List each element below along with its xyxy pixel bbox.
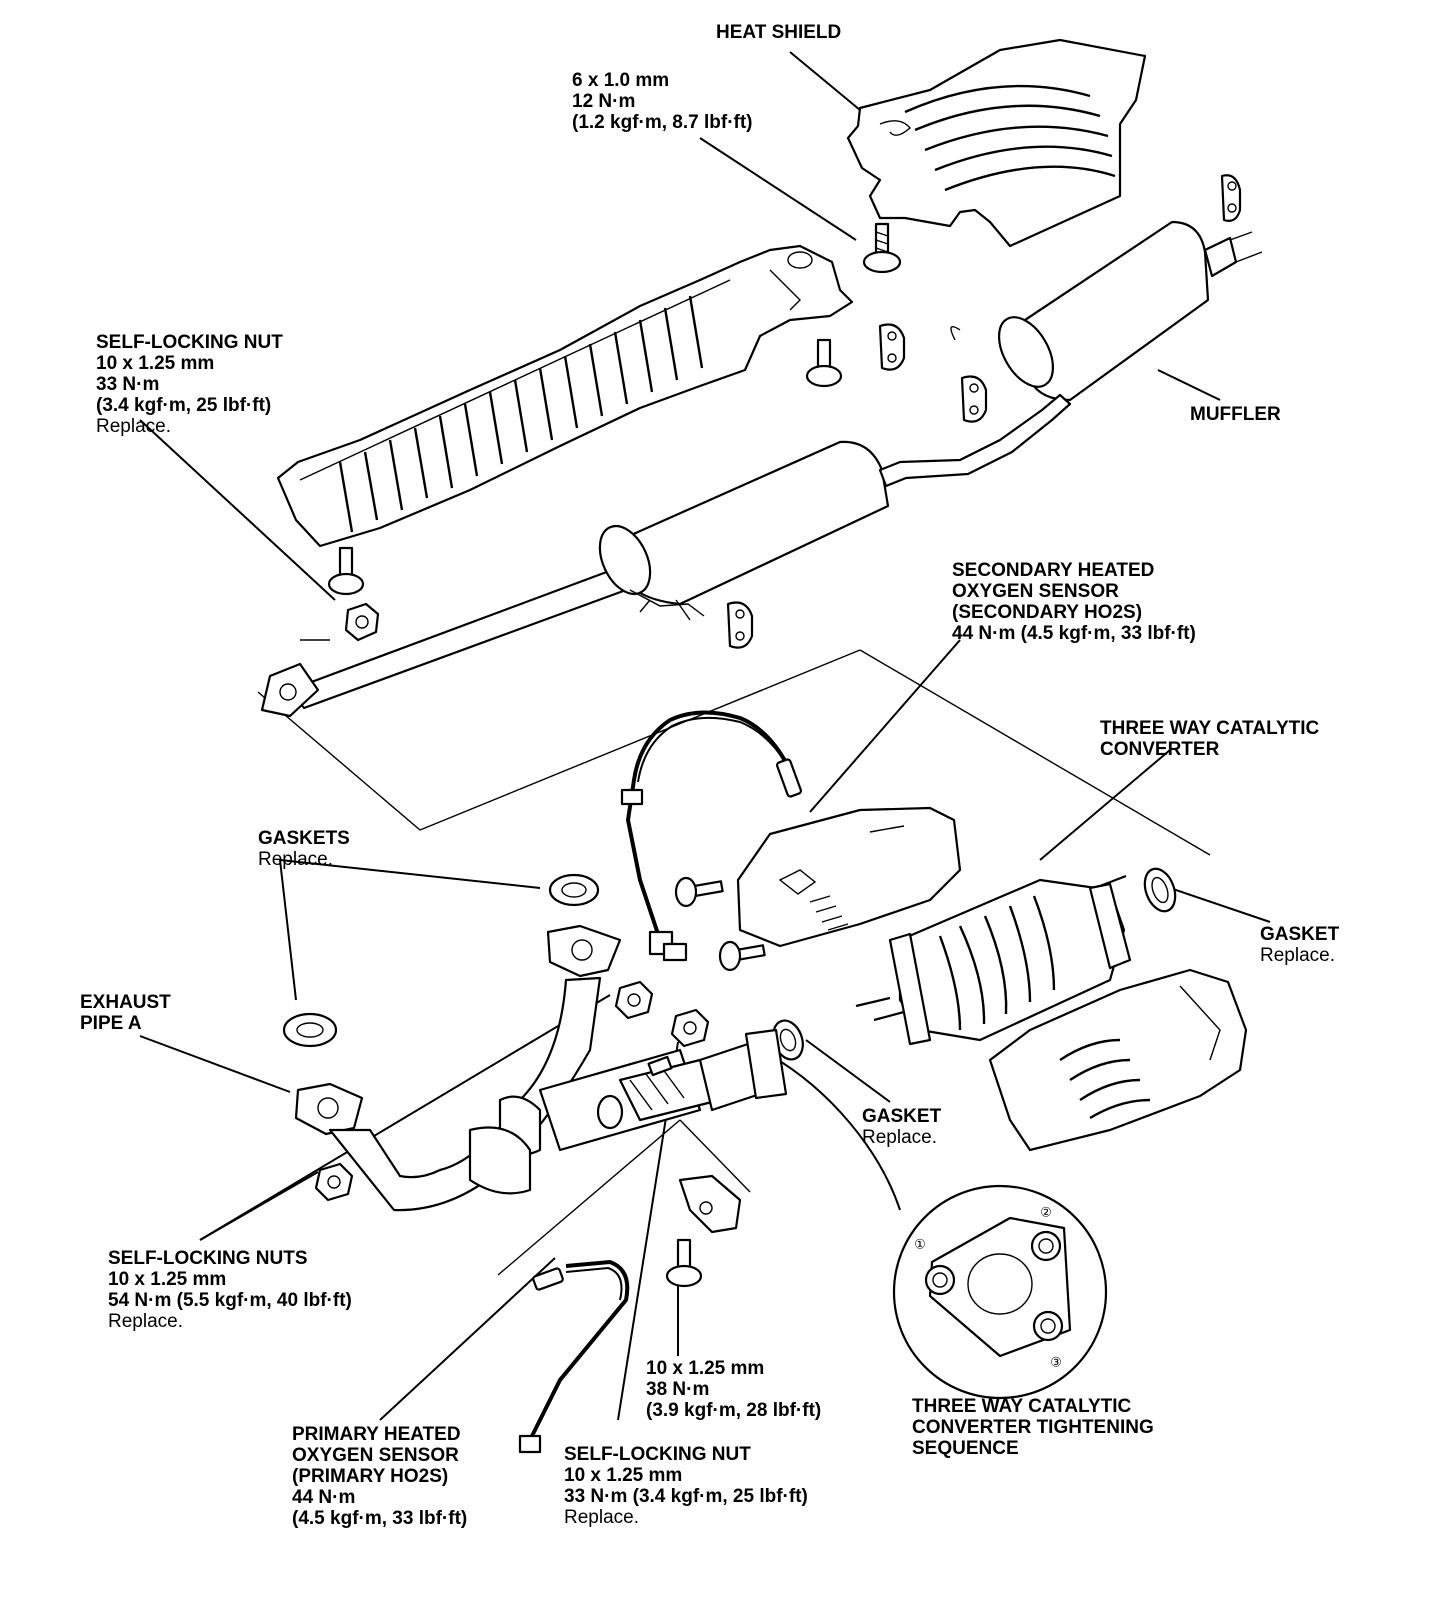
middle-pipe [260, 393, 1072, 718]
primary-oxygen-sensor [518, 1259, 630, 1454]
label-line: SELF-LOCKING NUT [564, 1444, 751, 1465]
label-line: EXHAUST [80, 992, 171, 1013]
label-line: Replace. [564, 1507, 639, 1528]
label-line: 38 N·m [646, 1379, 710, 1400]
tightening-sequence-inset: ① ② ③ [892, 1184, 1108, 1400]
label-line: MUFFLER [1190, 404, 1281, 425]
label-line: 10 x 1.25 mm [564, 1465, 683, 1486]
label-line: SECONDARY HEATED [952, 560, 1155, 581]
sequence-number-3: ③ [1050, 1355, 1062, 1370]
label-line: 54 N·m (5.5 kgf·m, 40 lbf·ft) [108, 1290, 352, 1311]
bolt-6x1-top [862, 222, 902, 274]
label-line: THREE WAY CATALYTIC [912, 1396, 1132, 1417]
label-line: GASKET [862, 1106, 942, 1127]
label-line: PIPE A [80, 1013, 142, 1034]
gasket-right [1143, 867, 1177, 913]
label-line: 10 x 1.25 mm [96, 353, 215, 374]
label-line: GASKET [1260, 924, 1340, 945]
rubber-hanger-4 [726, 601, 754, 649]
label-line: SEQUENCE [912, 1438, 1019, 1459]
secondary-oxygen-sensor [620, 710, 802, 962]
label-line: (PRIMARY HO2S) [292, 1466, 449, 1487]
label-line: (3.4 kgf·m, 25 lbf·ft) [96, 395, 272, 416]
label-line: Replace. [96, 416, 171, 437]
self-locking-nut-pipe-a-2 [314, 1162, 354, 1202]
rubber-hanger-3 [960, 375, 988, 423]
heat-shield-front [276, 244, 854, 548]
twc-upper-heat-shield [736, 806, 962, 948]
label-line: CONVERTER TIGHTENING [912, 1417, 1154, 1438]
label-line: OXYGEN SENSOR [292, 1445, 459, 1466]
label-line: GASKETS [258, 828, 350, 849]
exhaust-pipe-a [294, 924, 788, 1212]
gasket-lower [282, 1012, 338, 1048]
rubber-hanger-2 [878, 323, 906, 371]
label-line: (1.2 kgf·m, 8.7 lbf·ft) [572, 112, 753, 133]
muffler [950, 220, 1263, 402]
label-line: 10 x 1.25 mm [646, 1358, 765, 1379]
label-line: 33 N·m (3.4 kgf·m, 25 lbf·ft) [564, 1486, 808, 1507]
label-line: 6 x 1.0 mm [572, 70, 670, 91]
label-line: (3.9 kgf·m, 28 lbf·ft) [646, 1400, 822, 1421]
label-line: 12 N·m [572, 91, 636, 112]
label-line: (4.5 kgf·m, 33 lbf·ft) [292, 1508, 468, 1529]
three-way-catalytic-converter [855, 874, 1132, 1046]
bolt-10x125 [665, 1238, 703, 1288]
sequence-number-1: ① [914, 1237, 926, 1252]
label-line: 10 x 1.25 mm [108, 1269, 227, 1290]
self-locking-nut-bottom [670, 1008, 710, 1048]
bolt-twc-shield-2 [718, 940, 766, 972]
label-line: SELF-LOCKING NUT [96, 332, 283, 353]
label-line: 44 N·m [292, 1487, 356, 1508]
label-line: (SECONDARY HO2S) [952, 602, 1143, 623]
rubber-hanger-1 [1220, 174, 1242, 222]
bolt-twc-shield-1 [674, 876, 724, 908]
label-line: HEAT SHIELD [716, 22, 842, 43]
label-line: OXYGEN SENSOR [952, 581, 1119, 602]
pipe-bracket [678, 1174, 742, 1234]
sequence-number-2: ② [1040, 1205, 1052, 1220]
label-line: 33 N·m [96, 374, 160, 395]
label-line: 44 N·m (4.5 kgf·m, 33 lbf·ft) [952, 623, 1196, 644]
label-heat-shield: HEAT SHIELD [716, 22, 841, 43]
label-line: Replace. [258, 849, 333, 870]
bolt-heat-shield-mid [805, 338, 843, 388]
label-line: Replace. [862, 1127, 937, 1148]
self-locking-nut-top [344, 602, 380, 642]
twc-lower-heat-shield [988, 968, 1248, 1152]
label-line: Replace. [108, 1311, 183, 1332]
label-muffler: MUFFLER [1190, 404, 1281, 425]
label-line: Replace. [1260, 945, 1335, 966]
label-line: PRIMARY HEATED [292, 1424, 461, 1445]
gasket-upper [548, 873, 600, 907]
label-line: THREE WAY CATALYTIC [1100, 718, 1320, 739]
bolt-heat-shield-left [327, 546, 365, 596]
heat-shield-rear [846, 38, 1147, 248]
label-line: CONVERTER [1100, 739, 1220, 760]
self-locking-nut-pipe-a-1 [614, 980, 654, 1020]
label-line: SELF-LOCKING NUTS [108, 1248, 308, 1269]
